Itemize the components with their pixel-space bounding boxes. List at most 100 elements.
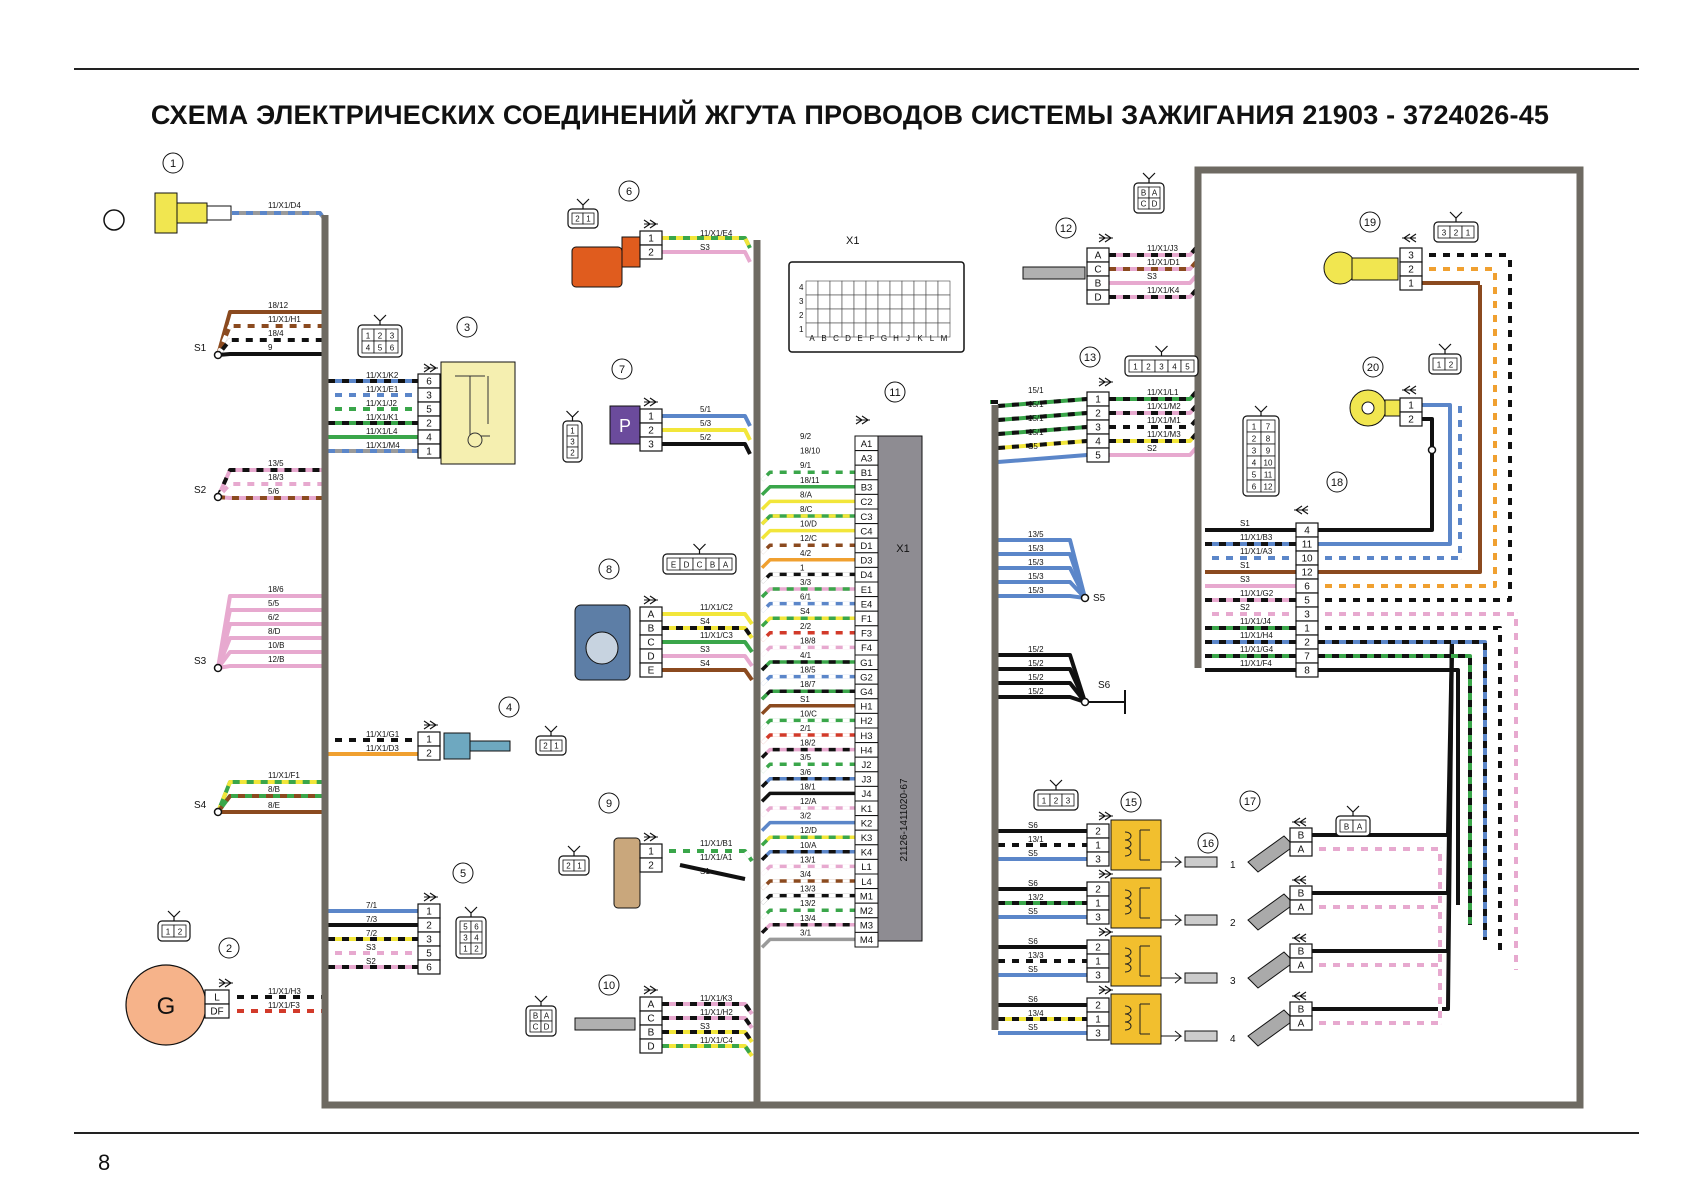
conn-19-pin [1399,275,1423,291]
wire-label-S3: 18/6 [268,585,284,594]
wire-ecu-7-stripe [760,543,855,555]
wire-c13l-1-stripe [997,411,1088,422]
wire-label-ecu: 1 [800,563,805,572]
conn-8-pin-label: C [647,638,654,649]
conn-5-pin-label: 6 [426,963,432,974]
face-9-cell-label: 1 [577,862,582,871]
conn-15-pin-label: 3 [1095,913,1101,924]
conn-18-pin-label: 8 [1304,666,1310,677]
wire-18-blue2-stripe [1318,400,1462,560]
conn-7-pin [639,436,663,452]
conn-17-pin-label: A [1298,845,1305,856]
face-20-cell [1444,357,1458,371]
wire-label-c13l: 15/1 [1028,400,1044,409]
conn-arrows-7 [643,397,658,407]
num-3-text: 3 [464,322,470,334]
wire-label-c4: 11/X1/G1 [366,730,400,739]
face-18-cell-label: 1 [1252,423,1257,432]
face-3-cell-label: 6 [390,344,395,353]
conn-arrows-3 [423,363,438,373]
face-6-cell [582,212,595,225]
ecu-pin-label: K1 [861,804,873,815]
num-19 [1359,211,1381,233]
conn-arrows-13 [1098,377,1113,387]
x1-cell [937,308,951,324]
wire-label-c8: S4 [700,659,710,668]
face-5-cell-label: 6 [474,923,479,932]
wire-ecu-29-stripe [760,864,855,876]
wire-label-S1: 18/12 [268,301,289,310]
conn-arrows-18 [1294,505,1309,515]
wire-label-S5: 15/3 [1028,544,1044,553]
components-layer [103,152,1479,1054]
face-18-cell-label: 11 [1264,471,1273,480]
conn-8-pin-label: A [648,610,655,621]
wire-label-ecu: 3/1 [800,928,812,937]
wire-c6-1 [662,250,752,263]
wire-ecu-34 [760,937,855,949]
wire-label-ecu: 4/1 [800,651,812,660]
x1-col-label: H [893,334,899,343]
ecu-pin-label: K2 [861,818,873,829]
conn-13-pin [1086,447,1110,463]
face-18-key [1254,405,1268,416]
conn-18-pin [1295,662,1319,678]
wire-18-blue1 [1318,414,1452,546]
wire-label-S1: 11/X1/H1 [268,315,301,324]
wire-label-c6: S3 [700,243,710,252]
wire-label-c13r: S2 [1147,444,1157,453]
x1-cell [805,308,819,324]
wire-label-coil1: S6 [1028,821,1038,830]
wire-label-c4: 11/X1/D3 [366,744,399,753]
conn-4-pin-label: 2 [426,749,432,760]
wire-label-S1: 18/4 [268,329,284,338]
splice-S2 [213,492,223,502]
face-10-cell-label: D [544,1023,550,1032]
ecu-pin-label: J3 [861,775,871,786]
throttle-3-schematic [455,375,490,437]
sensor-1-body [154,192,178,234]
x1-cell [937,294,951,310]
face-12-cell-label: A [1152,189,1158,198]
wire-label-ecu: 18/10 [800,447,821,456]
conn-2-pin-label: L [214,993,220,1004]
x1-col-label: C [833,334,839,343]
x1-cell [901,308,915,324]
conn-15-pin-label: 2 [1095,1001,1101,1012]
conn-arrows-8 [643,595,658,605]
face-2-key [167,910,181,921]
wire-c20-1 [1422,417,1434,445]
wire-label-c3: 11/X1/K2 [366,371,399,380]
wire-label-ecu: 3/2 [800,812,812,821]
face-12-cell-label: B [1141,189,1146,198]
injector-17-2 [1247,951,1295,989]
wire-label-S4: 8/E [268,801,280,810]
conn-3-pin [417,443,441,459]
face-19-cell-label: 3 [1442,229,1447,238]
conn-15-pin-label: 1 [1095,899,1101,910]
ecu-pin-label: C3 [860,512,872,523]
wire-label-S3: 10/B [268,641,284,650]
wire-label-coil3: 13/3 [1028,951,1044,960]
splice-label-S1: S1 [194,343,207,354]
splice-S6 [1080,697,1090,707]
wire-ecu-13-stripe [760,631,855,643]
num-4-text: 4 [506,702,512,714]
face-20-cell-label: 1 [1437,361,1442,370]
num-4 [498,696,520,718]
face-6-cell-label: 2 [575,215,580,224]
face-4-key [544,725,558,736]
face-3-cell-label: 2 [378,332,383,341]
ecu-pin-label: A3 [861,453,873,464]
wire-S5-1 [998,552,1087,599]
x1-row-label: 1 [799,325,804,334]
conn-19-pin-label: 1 [1408,279,1414,290]
wire-S5-4 [998,594,1086,600]
face-17-cell-label: A [1357,823,1363,832]
wire-S6-2 [998,681,1087,704]
ecu-pin-label: F1 [861,614,872,625]
ecu-pin-label: H4 [860,745,872,756]
conn-12-pin-label: C [1094,265,1101,276]
conn-15-pin-label: 2 [1095,943,1101,954]
face-4-cell [550,739,563,752]
